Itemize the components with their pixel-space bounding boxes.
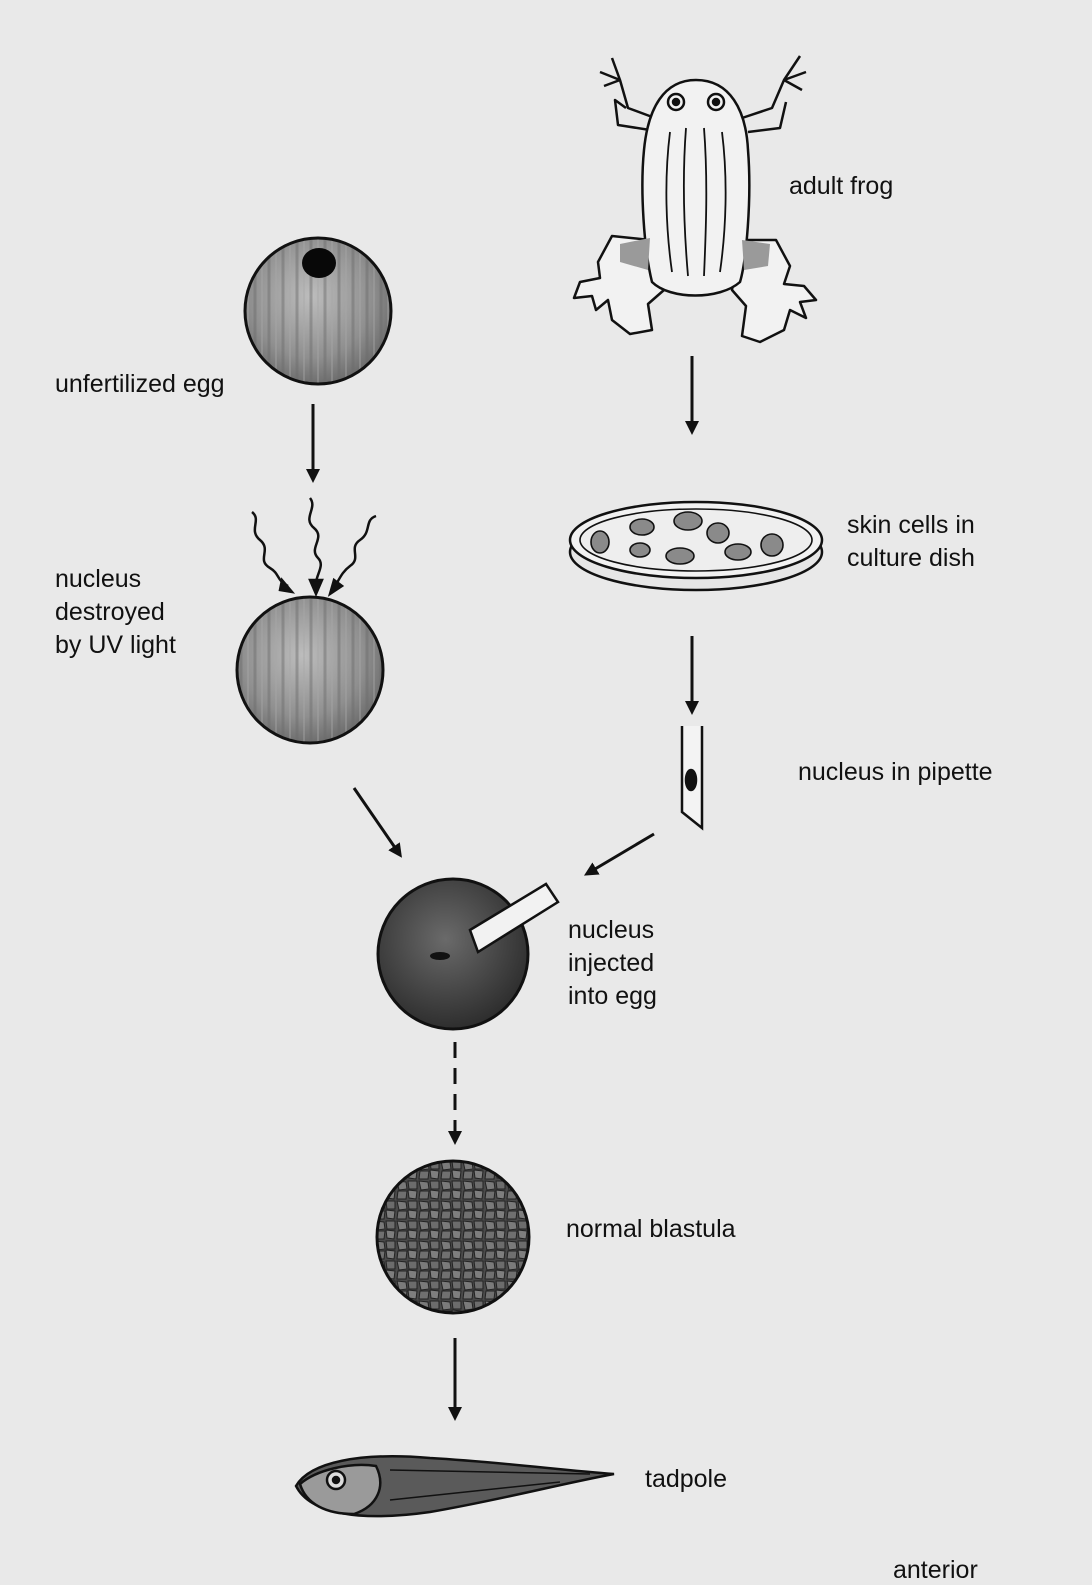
label-uv-line3: by UV light bbox=[55, 631, 176, 659]
unfertilized-egg bbox=[243, 236, 393, 386]
label-adult-frog: adult frog bbox=[789, 172, 894, 200]
label-injected-line3: into egg bbox=[568, 982, 657, 1010]
label-unfertilized-egg: unfertilized egg bbox=[55, 370, 225, 398]
label-skin-cells-line2: culture dish bbox=[847, 544, 975, 572]
label-skin-cells-line1: skin cells in bbox=[847, 511, 975, 539]
label-uv-line2: destroyed bbox=[55, 598, 165, 626]
uv-light-rays bbox=[251, 497, 377, 598]
culture-dish bbox=[568, 500, 824, 592]
label-cut-off-bottom: anterior bbox=[893, 1556, 978, 1584]
label-nucleus-in-pipette: nucleus in pipette bbox=[798, 758, 993, 786]
egg-nucleus bbox=[302, 248, 336, 278]
injected-egg bbox=[376, 877, 560, 1031]
tadpole-illustration bbox=[294, 1455, 615, 1518]
uv-treated-egg bbox=[235, 595, 385, 745]
normal-blastula bbox=[375, 1159, 531, 1315]
arrows bbox=[306, 356, 699, 1421]
label-injected-line2: injected bbox=[568, 949, 655, 977]
pipette bbox=[680, 726, 704, 831]
skin-cells bbox=[590, 511, 784, 565]
label-uv-line1: nucleus bbox=[55, 565, 142, 593]
arrow-uv-to-injected bbox=[352, 787, 402, 858]
injection-pipette bbox=[468, 882, 560, 954]
pipette-nucleus bbox=[684, 768, 698, 792]
arrow-pipette-to-injected bbox=[583, 832, 655, 876]
label-injected-line1: nucleus bbox=[568, 916, 655, 944]
adult-frog-illustration bbox=[572, 55, 818, 344]
label-tadpole: tadpole bbox=[645, 1465, 728, 1493]
label-normal-blastula: normal blastula bbox=[566, 1215, 736, 1243]
